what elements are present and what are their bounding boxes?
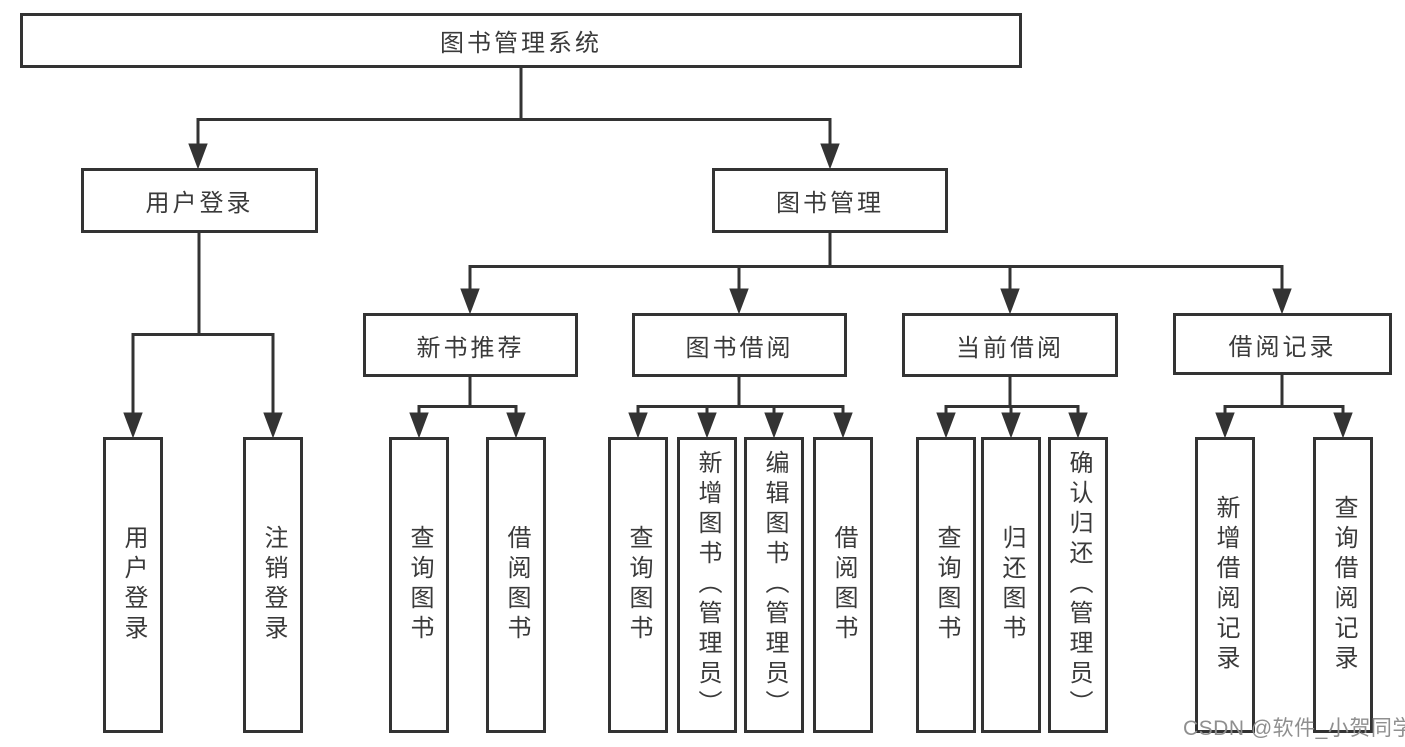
node-label: 查询图书 [933, 525, 960, 645]
node-borrow-records: 借阅记录 [1173, 313, 1392, 375]
node-label: 借阅图书 [830, 525, 857, 645]
arrow-down-icon [729, 288, 749, 315]
node-label: 借阅记录 [1228, 333, 1337, 361]
node-user-login: 用户登录 [103, 437, 163, 733]
connector-book-mgmt-to-level3 [460, 233, 1292, 315]
node-current-borrowing: 当前借阅 [902, 313, 1118, 377]
node-label: 确认归还（管理员） [1065, 450, 1092, 720]
node-logout: 注销登录 [243, 437, 303, 733]
arrow-down-icon [936, 412, 956, 439]
node-label: 查询图书 [406, 525, 433, 645]
node-query-borrow-record: 查询借阅记录 [1313, 437, 1373, 733]
node-label: 编辑图书（管理员） [761, 450, 788, 720]
node-label: 用户登录 [120, 525, 147, 645]
node-label: 当前借阅 [956, 334, 1064, 362]
node-confirm-return-admin: 确认归还（管理员） [1048, 437, 1108, 733]
arrow-down-icon [188, 143, 208, 170]
node-book-borrowing: 图书借阅 [632, 313, 847, 377]
connector-current-to-leaves [936, 377, 1088, 439]
node-root-system: 图书管理系统 [20, 13, 1022, 68]
node-borrow-books-recommend: 借阅图书 [486, 437, 546, 733]
node-label: 查询图书 [625, 525, 652, 645]
node-user-login-module: 用户登录 [81, 168, 318, 233]
arrow-down-icon [409, 412, 429, 439]
node-label: 图书借阅 [685, 334, 794, 362]
arrow-down-icon [1000, 288, 1020, 315]
arrow-down-icon [1215, 412, 1235, 439]
arrow-down-icon [506, 412, 526, 439]
arrow-down-icon [833, 412, 853, 439]
node-label: 注销登录 [260, 525, 287, 645]
arrow-down-icon [764, 412, 784, 439]
node-label: 用户登录 [145, 190, 254, 217]
node-label: 新书推荐 [416, 334, 525, 362]
node-add-borrow-record: 新增借阅记录 [1195, 437, 1255, 733]
connector-borrowing-to-leaves [628, 377, 853, 439]
arrow-down-icon [1272, 288, 1292, 315]
node-add-book-admin: 新增图书（管理员） [677, 437, 737, 733]
arrow-down-icon [697, 412, 717, 439]
node-query-books-current: 查询图书 [916, 437, 976, 733]
node-borrow-books-borrowing: 借阅图书 [813, 437, 873, 733]
arrow-down-icon [820, 143, 840, 170]
arrow-down-icon [1001, 412, 1021, 439]
csdn-watermark: CSDN @软件_小贺同学 [1183, 717, 1405, 740]
node-label: 图书管理 [776, 190, 884, 217]
connector-recommend-to-leaves [409, 377, 526, 439]
node-new-book-recommend: 新书推荐 [363, 313, 578, 377]
node-label: 查询借阅记录 [1330, 495, 1357, 675]
arrow-down-icon [123, 412, 143, 439]
connector-user-login-to-leaves [123, 233, 283, 439]
arrow-down-icon [1333, 412, 1353, 439]
arrow-down-icon [460, 288, 480, 315]
arrow-down-icon [628, 412, 648, 439]
arrow-down-icon [263, 412, 283, 439]
node-query-books-recommend: 查询图书 [389, 437, 449, 733]
node-return-book: 归还图书 [981, 437, 1041, 733]
node-query-books-borrowing: 查询图书 [608, 437, 668, 733]
connector-root-to-level2 [188, 68, 840, 170]
node-edit-book-admin: 编辑图书（管理员） [744, 437, 804, 733]
node-label: 图书管理系统 [440, 30, 602, 57]
node-book-management-module: 图书管理 [712, 168, 948, 233]
connector-records-to-leaves [1215, 375, 1353, 439]
arrow-down-icon [1068, 412, 1088, 439]
node-label: 新增借阅记录 [1212, 495, 1239, 675]
node-label: 归还图书 [998, 525, 1025, 645]
node-label: 借阅图书 [503, 525, 530, 645]
node-label: 新增图书（管理员） [694, 450, 721, 720]
